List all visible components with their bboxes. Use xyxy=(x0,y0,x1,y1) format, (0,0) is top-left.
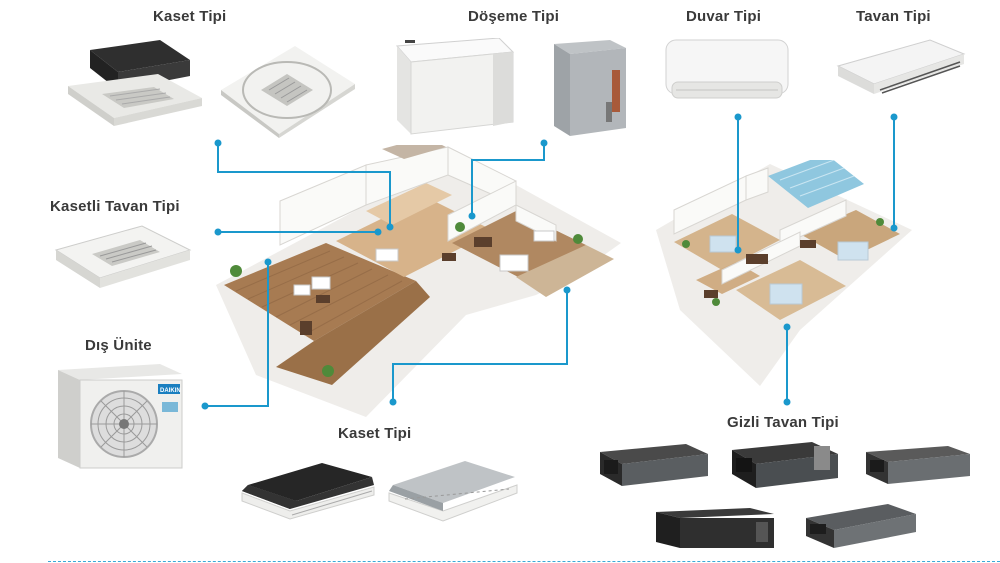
cassette-one-way-unit-dark-image xyxy=(241,463,375,520)
ducted-unit-1-image xyxy=(600,444,708,486)
cassette-unit-boxy-image xyxy=(68,40,202,126)
ducted-unit-4-image xyxy=(656,508,774,548)
label-doseme-tipi: Döşeme Tipi xyxy=(468,8,560,25)
house-floorplan-right-image xyxy=(656,160,912,386)
outdoor-unit-image: DAIKIN xyxy=(58,364,183,469)
label-kaset-tipi-bottom: Kaset Tipi xyxy=(338,425,412,442)
cassette-unit-round-flow-image xyxy=(221,46,355,138)
label-dis-unite: Dış Ünite xyxy=(85,337,152,354)
ceiling-suspended-unit-image xyxy=(836,39,966,94)
wall-unit-image xyxy=(665,39,789,99)
ducted-unit-2-image xyxy=(732,442,838,488)
bottom-divider xyxy=(48,561,1000,562)
ducted-unit-3-image xyxy=(866,446,970,484)
floor-unit-concealed-image xyxy=(554,40,626,136)
label-tavan-tipi: Tavan Tipi xyxy=(856,8,931,25)
svg-text:DAIKIN: DAIKIN xyxy=(160,388,181,394)
cassette-two-way-unit-image xyxy=(388,461,518,522)
ducted-unit-5-image xyxy=(806,504,916,548)
label-kasetli-tavan-tipi: Kasetli Tavan Tipi xyxy=(50,198,180,215)
label-duvar-tipi: Duvar Tipi xyxy=(686,8,762,25)
label-gizli-tavan-tipi: Gizli Tavan Tipi xyxy=(727,414,839,431)
house-floorplan-left-image xyxy=(216,145,621,417)
floor-unit-white-image xyxy=(395,38,515,135)
label-kaset-tipi-top: Kaset Tipi xyxy=(153,8,227,25)
ceiling-cassette-unit-image xyxy=(54,225,192,288)
